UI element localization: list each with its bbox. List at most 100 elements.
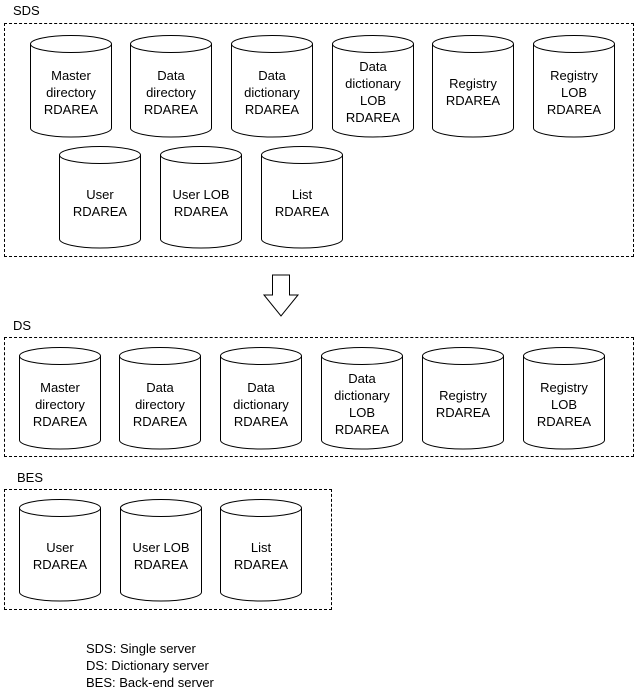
rdarea-label-line: User bbox=[86, 187, 114, 202]
cylinder-shape bbox=[59, 146, 141, 249]
rdarea-label-line: List bbox=[291, 187, 313, 202]
rdarea-label-line: Registry bbox=[449, 76, 497, 91]
rdarea-label-line: Data bbox=[247, 379, 275, 395]
rdarea-label-line: RDAREA bbox=[233, 557, 289, 572]
rdarea-label-line: RDAREA bbox=[274, 204, 330, 219]
rdarea-label: User LOB RDAREA bbox=[160, 186, 242, 220]
group-label-bes: BES bbox=[17, 470, 44, 485]
rdarea-label-line: Registry bbox=[439, 388, 487, 403]
rdarea-label-line: User LOB bbox=[132, 540, 190, 555]
rdarea-label-line: directory bbox=[146, 84, 196, 100]
rdarea-label-line: RDAREA bbox=[43, 101, 99, 117]
rdarea-label-line: RDAREA bbox=[32, 557, 88, 572]
cylinder-shape bbox=[30, 35, 112, 138]
cylinder-shape bbox=[332, 35, 414, 138]
rdarea-label-line: RDAREA bbox=[435, 405, 491, 420]
cylinder-shape bbox=[321, 347, 403, 450]
rdarea-label-line: RDAREA bbox=[173, 204, 229, 219]
rdarea-label-line: RDAREA bbox=[143, 101, 199, 117]
rdarea-label-line: Master bbox=[51, 67, 91, 83]
rdarea-label-line: Data bbox=[258, 67, 286, 83]
group-label-ds: DS bbox=[13, 318, 32, 333]
rdarea-label-line: RDAREA bbox=[345, 110, 401, 125]
cylinder-shape bbox=[119, 347, 201, 450]
rdarea-label-line: List bbox=[250, 540, 272, 555]
cylinder-shape bbox=[19, 499, 101, 602]
rdarea-label-line: dictionary bbox=[345, 76, 401, 91]
cylinder-shape bbox=[523, 347, 605, 450]
cylinder-shape bbox=[432, 35, 514, 138]
rdarea-label-line: Registry bbox=[550, 67, 598, 83]
rdarea-label-line: directory bbox=[135, 396, 185, 412]
rdarea-label-line: RDAREA bbox=[244, 101, 300, 117]
rdarea-label-line: Registry bbox=[540, 379, 588, 395]
rdarea-label-line: LOB bbox=[560, 84, 587, 100]
cylinder-shape bbox=[533, 35, 615, 138]
rdarea-label-line: Data bbox=[359, 59, 387, 74]
cylinder-shape bbox=[160, 146, 242, 249]
cylinder-shape bbox=[130, 35, 212, 138]
rdarea-label-line: RDAREA bbox=[445, 93, 501, 108]
rdarea-label-line: dictionary bbox=[233, 396, 289, 412]
rdarea-label-line: Master bbox=[40, 379, 80, 395]
rdarea-label-line: LOB bbox=[359, 93, 386, 108]
cylinder-shape bbox=[261, 146, 343, 249]
rdarea-label-line: RDAREA bbox=[132, 413, 188, 429]
cylinder-shape bbox=[220, 499, 302, 602]
rdarea-label-line: dictionary bbox=[334, 388, 390, 403]
down-arrow-icon bbox=[262, 274, 300, 317]
rdarea-label-line: Data bbox=[157, 67, 185, 83]
group-box-sds bbox=[4, 23, 634, 257]
rdarea-label-line: LOB bbox=[550, 396, 577, 412]
rdarea-label-line: RDAREA bbox=[72, 204, 128, 219]
cylinder-shape bbox=[422, 347, 504, 450]
rdarea-label-line: directory bbox=[46, 84, 96, 100]
rdarea-cylinder-sds-8: User LOB RDAREA bbox=[160, 146, 242, 249]
legend-item-ds: DS: Dictionary server bbox=[86, 658, 209, 673]
rdarea-label-line: LOB bbox=[348, 405, 375, 420]
cylinder-shape bbox=[220, 347, 302, 450]
rdarea-label-line: RDAREA bbox=[536, 413, 592, 429]
group-box-ds bbox=[4, 337, 634, 457]
cylinder-shape bbox=[19, 347, 101, 450]
rdarea-label-line: RDAREA bbox=[546, 101, 602, 117]
cylinder-shape bbox=[120, 499, 202, 602]
rdarea-label-line: RDAREA bbox=[334, 422, 390, 437]
group-label-sds: SDS bbox=[13, 3, 40, 18]
rdarea-label-line: RDAREA bbox=[32, 413, 88, 429]
rdarea-label-line: dictionary bbox=[244, 84, 300, 100]
rdarea-label-line: User LOB bbox=[172, 187, 230, 202]
rdarea-label-line: Data bbox=[348, 371, 376, 386]
legend-item-sds: SDS: Single server bbox=[86, 641, 196, 656]
rdarea-label-line: RDAREA bbox=[233, 413, 289, 429]
legend-item-bes: BES: Back-end server bbox=[86, 675, 214, 690]
